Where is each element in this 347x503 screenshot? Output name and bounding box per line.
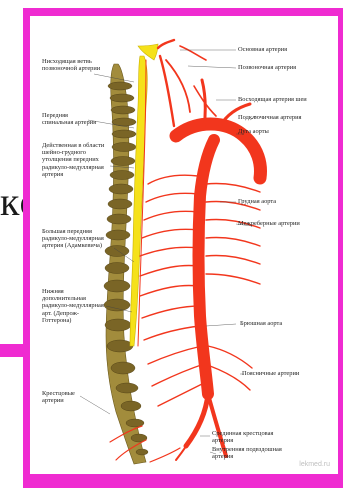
label-subclavian-artery: Подключичная артерия: [238, 114, 338, 121]
diagram-panel: Нисходящая ветвь позвоночной артерии Пер…: [30, 16, 338, 474]
label-adamkiewicz-artery: Большая передняя радикуло-медуллярная ар…: [42, 228, 114, 250]
label-descending-vertebral-branch: Нисходящая ветвь позвоночной артерии: [42, 58, 106, 72]
label-ascending-cervical-artery: Восходящая артерия шеи: [238, 96, 338, 103]
label-vertebral-artery: Позвоночная артерия: [238, 64, 334, 71]
label-abdominal-aorta: Брюшная аорта: [240, 320, 330, 327]
label-sacral-arteries: Крестцовые артерии: [42, 390, 86, 404]
label-aortic-arch: Дуга аорты: [238, 128, 328, 135]
label-median-sacral-artery: Срединная крестцовая артерия: [212, 430, 284, 444]
watermark: lekmed.ru: [299, 461, 330, 468]
label-cervicothoracic-radiculomedullary-artery: Действенная в области шейно-грудного уто…: [42, 142, 116, 178]
label-thoracic-aorta: Грудная аорта: [238, 198, 328, 205]
label-internal-iliac-artery: Внутренняя подвздошная артерия: [212, 446, 292, 460]
label-basilar-artery: Основная артерия: [238, 46, 334, 53]
label-anterior-spinal-artery: Передняя спинальная артерия: [42, 112, 100, 126]
label-intercostal-arteries: Межреберные артерии: [238, 220, 334, 227]
label-lumbar-arteries: Поясничные артерии: [242, 370, 332, 377]
label-deproge-gotteron-artery: Нижняя дополнительная радикуло-медуллярн…: [42, 288, 108, 324]
